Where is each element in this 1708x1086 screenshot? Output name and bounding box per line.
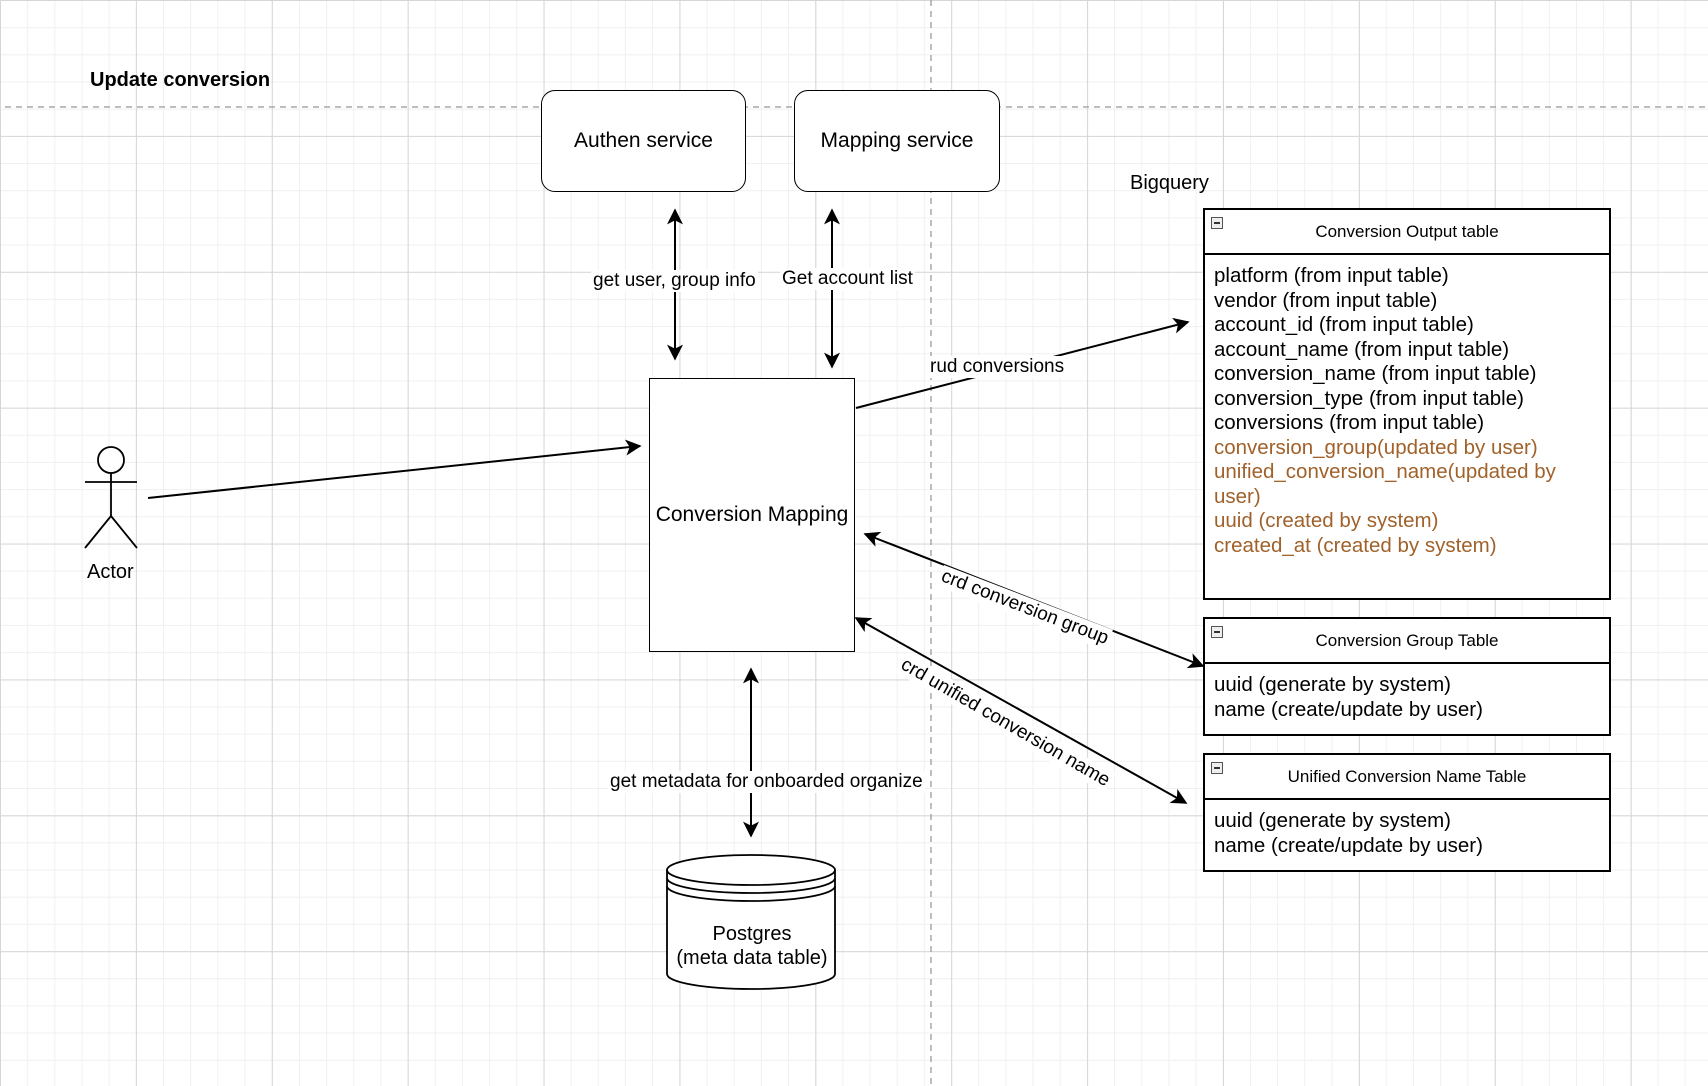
conversion-mapping-label: Conversion Mapping [655,503,849,526]
collapse-icon[interactable] [1211,626,1223,638]
table-row: conversion_name (from input table) [1214,362,1537,385]
edge-label-postgres: get metadata for onboarded organize [608,771,925,793]
table-row: conversions (from input table) [1214,411,1485,434]
unified-conversion-name-table-title: Unified Conversion Name Table [1287,766,1527,786]
arrow-actor [147,439,642,499]
collapse-icon[interactable] [1211,762,1223,774]
conversion-output-table-title: Conversion Output table [1315,221,1499,241]
table-row: name (create/update by user) [1214,697,1483,721]
arrow-unified-table [854,617,1188,804]
table-row: name (create/update by user) [1214,833,1483,857]
table-row: vendor (from input table) [1214,288,1438,312]
bigquery-label: Bigquery [1130,172,1209,194]
mapping-service-label: Mapping service [820,129,974,152]
postgres-label: Postgres (meta data table) [664,922,840,970]
diagram-title: Update conversion [90,69,271,91]
table-row: uuid (generate by system) [1214,673,1452,696]
table-row: created_at (created by system) [1214,533,1497,557]
edge-label-mapping-service: Get account list [780,268,915,290]
conversion-group-table-title: Conversion Group Table [1315,630,1499,650]
actor-label: Actor [87,561,134,583]
unified-conversion-name-table-body: uuid (generate by system) name (create/u… [1205,800,1609,858]
conversion-output-table[interactable]: Conversion Output table platform (from i… [1203,208,1611,600]
edge-label-output-table: rud conversions [928,356,1067,378]
edge-label-authen: get user, group info [591,270,758,292]
table-row: unified_conversion_name(updated by user) [1214,460,1556,508]
postgres-label-line2: (meta data table) [676,947,828,969]
table-row: conversion_group(updated by user) [1214,435,1538,459]
conversion-output-table-header: Conversion Output table [1205,210,1609,255]
conversion-group-table[interactable]: Conversion Group Table uuid (generate by… [1203,617,1611,736]
authen-service-node[interactable]: Authen service [541,90,746,192]
table-row: uuid (created by system) [1214,509,1439,532]
table-row: conversion_type (from input table) [1214,386,1524,410]
unified-conversion-name-table-header: Unified Conversion Name Table [1205,755,1609,800]
actor-icon[interactable] [80,442,146,552]
conversion-group-table-body: uuid (generate by system) name (create/u… [1205,664,1609,722]
authen-service-label: Authen service [574,129,713,152]
table-row: platform (from input table) [1214,264,1449,287]
mapping-service-node[interactable]: Mapping service [794,90,1000,192]
collapse-icon[interactable] [1211,217,1223,229]
conversion-group-table-header: Conversion Group Table [1205,619,1609,664]
postgres-label-line1: Postgres [712,923,792,945]
postgres-icon[interactable] [664,852,840,994]
unified-conversion-name-table[interactable]: Unified Conversion Name Table uuid (gene… [1203,753,1611,872]
conversion-output-table-body: platform (from input table) vendor (from… [1205,255,1609,558]
table-row: uuid (generate by system) [1214,809,1452,832]
table-row: account_id (from input table) [1214,313,1474,336]
table-row: account_name (from input table) [1214,337,1510,361]
conversion-mapping-node[interactable]: Conversion Mapping [649,378,855,652]
